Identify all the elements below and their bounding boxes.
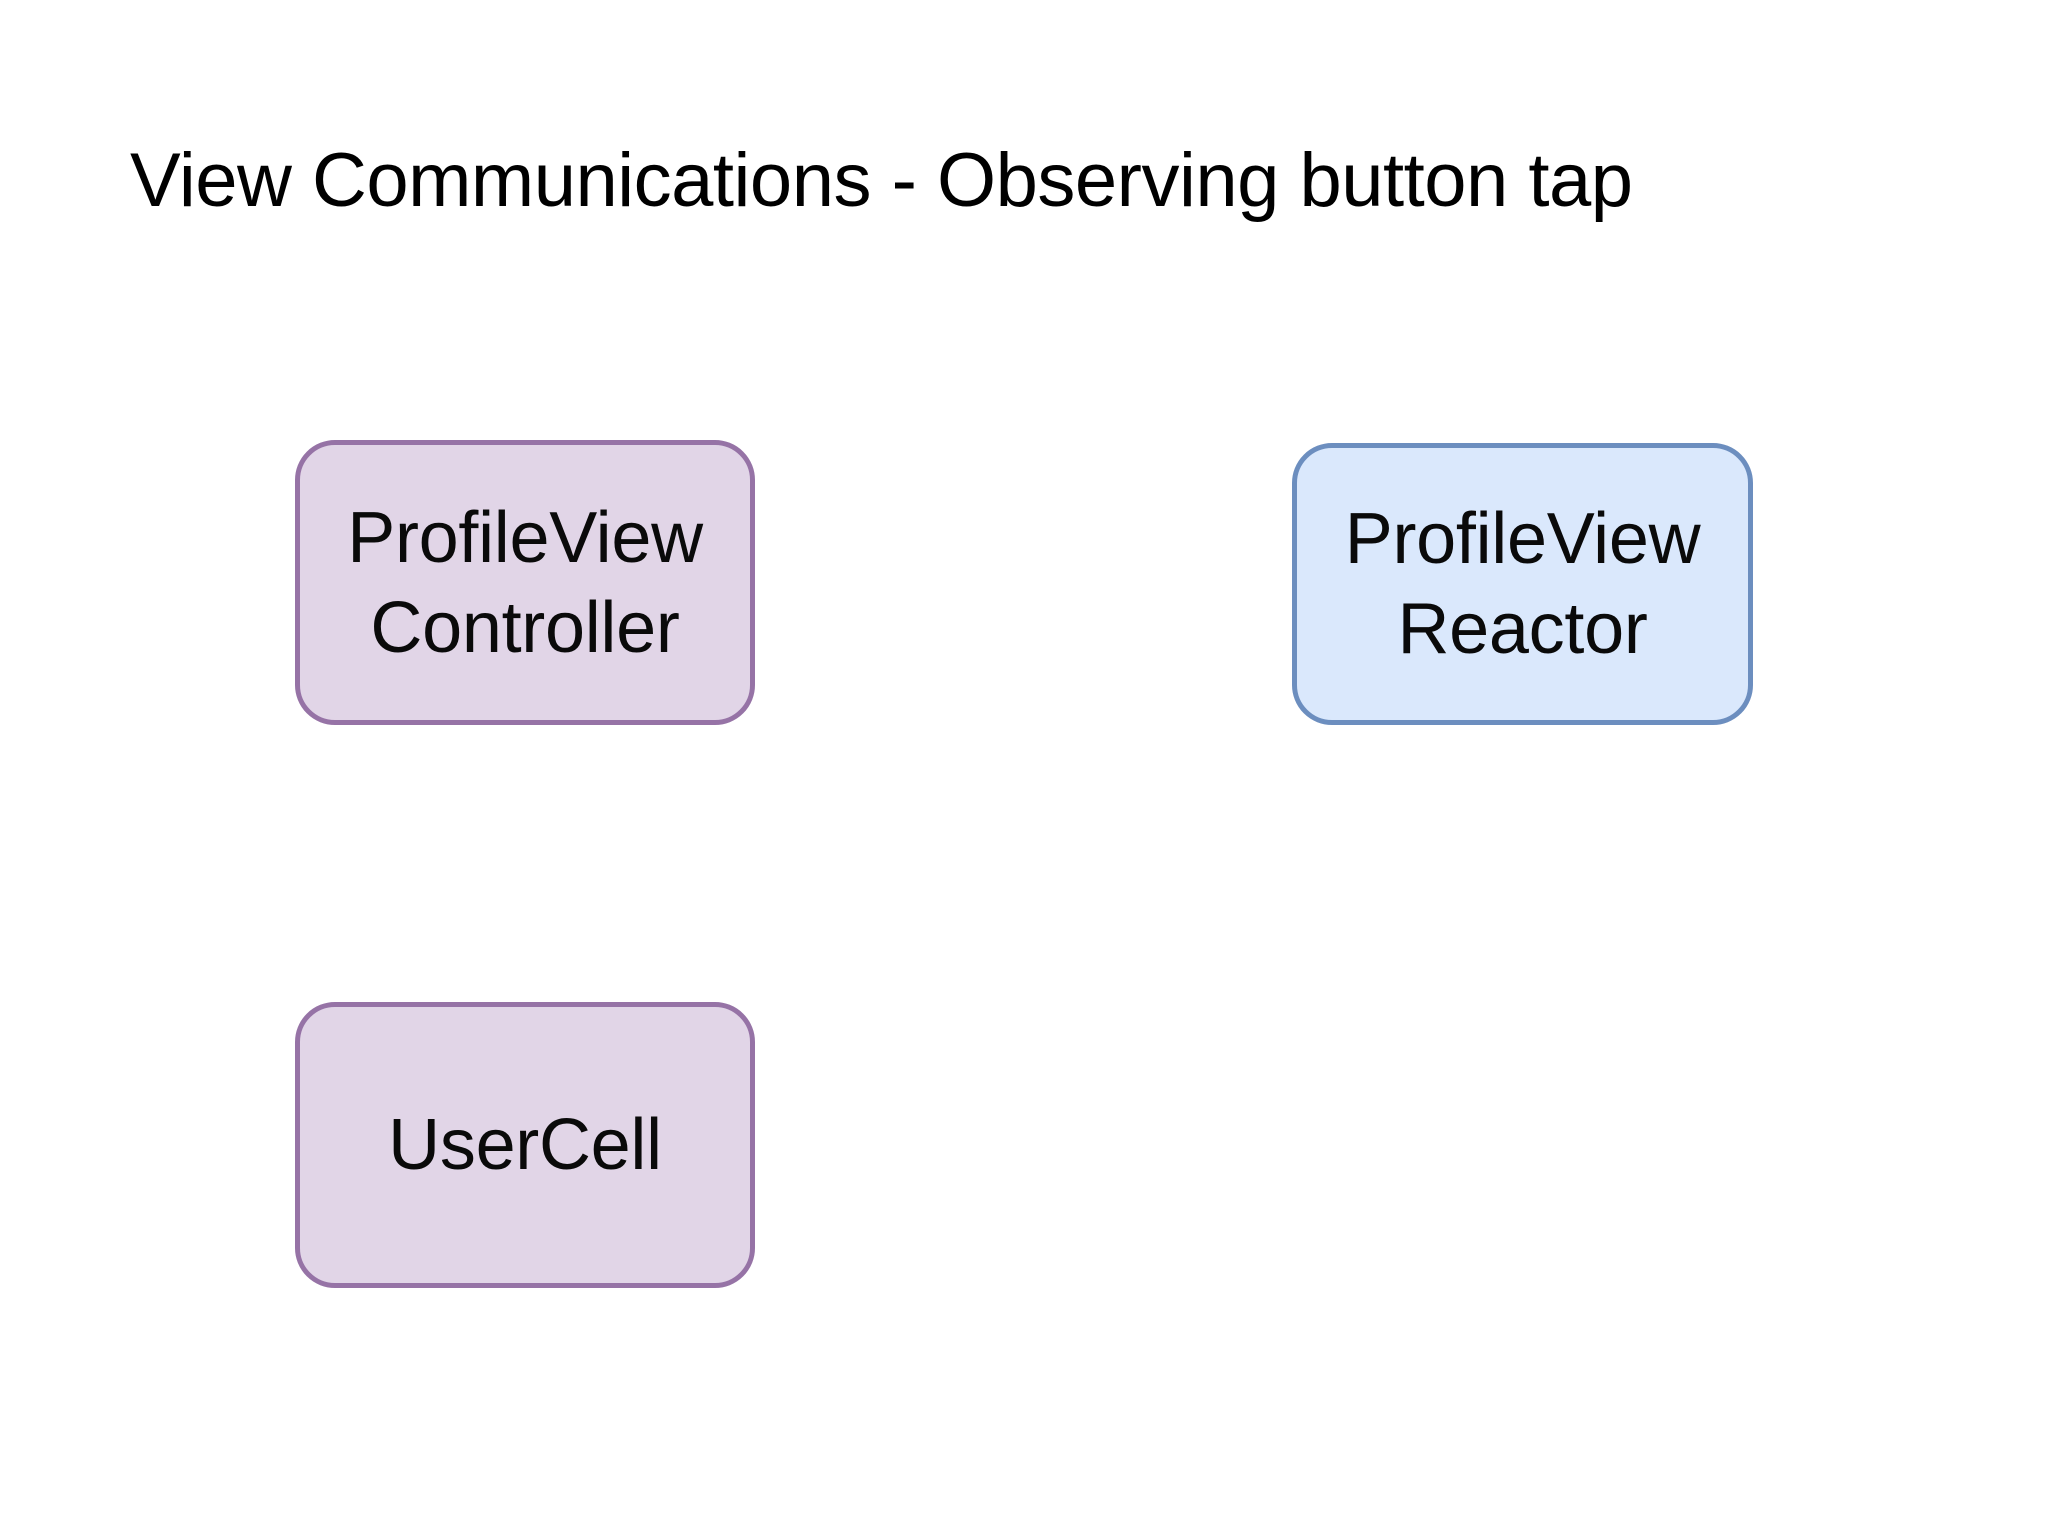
- diagram-node-profile-view-reactor[interactable]: ProfileView Reactor: [1292, 443, 1753, 725]
- diagram-node-label: ProfileView Controller: [347, 497, 703, 668]
- diagram-node-label: ProfileView Reactor: [1344, 499, 1701, 669]
- diagram-node-label: UserCell: [388, 1105, 662, 1185]
- diagram-node-profile-view-controller[interactable]: ProfileView Controller: [295, 440, 755, 725]
- diagram-node-user-cell[interactable]: UserCell: [295, 1002, 755, 1288]
- page-title: View Communications - Observing button t…: [130, 138, 1633, 223]
